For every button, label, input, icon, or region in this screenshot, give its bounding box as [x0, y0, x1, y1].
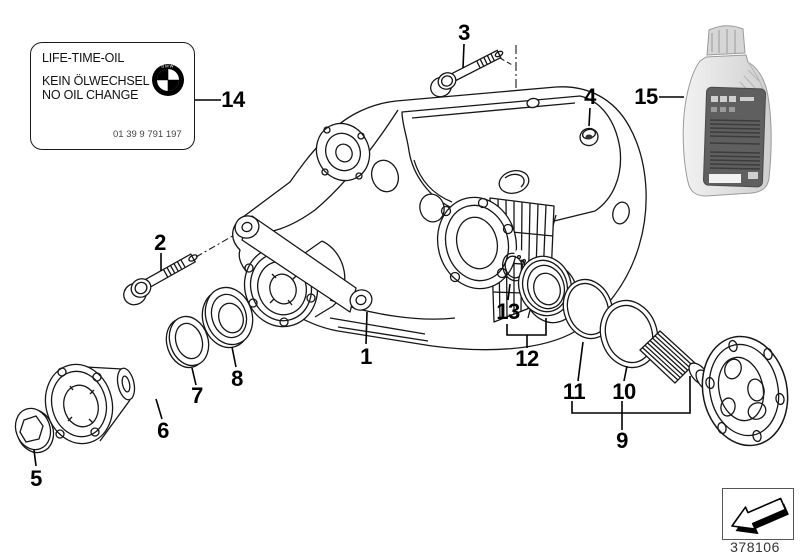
- lifetime-oil-label: LIFE-TIME-OIL KEIN ÖLWECHSEL NO OIL CHAN…: [30, 42, 195, 150]
- oil-bottle-label: [702, 86, 767, 188]
- rear-mount-bushing: [315, 122, 371, 182]
- callout-2[interactable]: 2: [154, 230, 166, 255]
- bmw-logo-icon: BMW: [152, 64, 184, 96]
- callout-13[interactable]: 13: [496, 299, 520, 324]
- callout-7[interactable]: 7: [191, 383, 203, 408]
- callout-15[interactable]: 15: [634, 84, 658, 109]
- grommet-4: [579, 127, 599, 147]
- callout-11[interactable]: 11: [562, 379, 586, 404]
- callout-3[interactable]: 3: [458, 20, 470, 45]
- page-turn-button[interactable]: [722, 488, 794, 540]
- callout-4[interactable]: 4: [584, 84, 596, 109]
- callout-5[interactable]: 5: [30, 466, 42, 491]
- callout-lines: [33, 43, 691, 467]
- bolt-2: [123, 253, 198, 306]
- drive-flange-6: [44, 363, 136, 445]
- callout-9[interactable]: 9: [616, 428, 628, 453]
- oil-bottle: [682, 25, 772, 197]
- callout-8[interactable]: 8: [231, 366, 243, 391]
- callout-12[interactable]: 12: [515, 346, 539, 371]
- diagram-number: 378106: [730, 539, 780, 555]
- callout-6[interactable]: 6: [157, 418, 169, 443]
- bolt-3: [430, 49, 504, 98]
- callout-10[interactable]: 10: [612, 379, 636, 404]
- page-turn-arrow-icon: [731, 497, 789, 535]
- output-flange-9: [639, 330, 789, 447]
- callout-1[interactable]: 1: [360, 344, 372, 369]
- mount-bracket-arm: [234, 215, 373, 313]
- label-line-3: NO OIL CHANGE: [42, 88, 139, 102]
- bmw-logo-text: BMW: [161, 64, 174, 69]
- label-line-2: KEIN ÖLWECHSEL: [42, 74, 150, 88]
- seal-ring-7: [165, 315, 210, 369]
- rear-opening-flange: [436, 196, 518, 290]
- label-part-number: 01 39 9 791 197: [113, 129, 182, 140]
- label-line-1: LIFE-TIME-OIL: [42, 51, 125, 65]
- callout-14[interactable]: 14: [221, 87, 245, 112]
- bearing-ring-8: [201, 286, 254, 349]
